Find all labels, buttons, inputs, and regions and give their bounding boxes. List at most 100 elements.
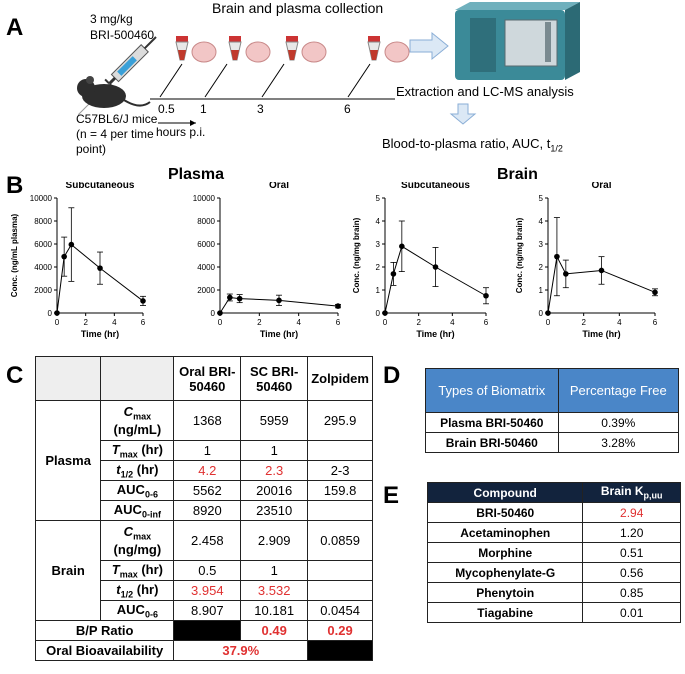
x-tick-label: 2 — [83, 318, 88, 327]
group-plasma: Plasma — [34, 400, 102, 521]
data-point — [54, 310, 60, 316]
data-point — [390, 271, 397, 277]
chart-title: Subcutaneous — [401, 182, 470, 191]
param-label: t1/2 (hr) — [100, 460, 175, 481]
compound-name: Mycophenylate-G — [426, 562, 584, 583]
free-plasma: 0.39% — [557, 412, 680, 433]
y-tick-label: 4 — [376, 217, 381, 226]
value-cell: 10.181 — [240, 600, 309, 621]
value-cell: 3.532 — [240, 580, 309, 601]
tube-icons — [175, 36, 381, 61]
time-3: 3 — [257, 102, 264, 116]
y-axis-label: Conc. (ng/mg brain) — [352, 217, 361, 293]
data-point — [335, 303, 341, 309]
col-header-oral: Oral BRI-50460 — [173, 356, 242, 401]
extraction-label: Extraction and LC-MS analysis — [396, 84, 574, 99]
y-tick-label: 10000 — [193, 194, 216, 203]
y-tick-label: 1 — [539, 286, 544, 295]
lcms-instrument-icon — [455, 2, 580, 80]
value-cell: 8920 — [173, 500, 242, 521]
data-point — [236, 295, 243, 302]
value-cell: 5562 — [173, 480, 242, 501]
x-tick-label: 4 — [450, 318, 455, 327]
compound-name: Tiagabine — [426, 602, 584, 623]
value-cell: 2.3 — [240, 460, 309, 481]
data-point — [140, 298, 146, 304]
arrow-down — [449, 103, 477, 125]
value-cell — [307, 580, 373, 601]
schematic-graphics — [77, 2, 580, 126]
value-cell: 2-3 — [307, 460, 373, 481]
bp-ratio-label: B/P Ratio — [34, 620, 175, 641]
value-cell — [307, 500, 373, 521]
value-cell: 20016 — [240, 480, 309, 501]
bp-ratio-zolpidem: 0.29 — [307, 620, 373, 641]
y-tick-label: 2 — [539, 263, 544, 272]
y-tick-label: 5 — [539, 194, 544, 203]
y-tick-label: 4 — [539, 217, 544, 226]
y-tick-label: 8000 — [34, 217, 52, 226]
param-label: AUC0-6 — [100, 480, 175, 501]
x-tick-label: 6 — [336, 318, 341, 327]
col-header-zolpidem: Zolpidem — [307, 356, 373, 401]
param-label: Tmax (hr) — [100, 560, 175, 581]
kpuu-value: 0.56 — [582, 562, 681, 583]
time-0-5: 0.5 — [158, 102, 175, 116]
compound-name: BRI-50460 — [426, 502, 584, 523]
mice-label-2: (n = 4 per time — [76, 127, 154, 141]
y-tick-label: 0 — [48, 309, 53, 318]
panel-label-d: D — [383, 362, 401, 389]
time-1: 1 — [200, 102, 207, 116]
y-tick-label: 2000 — [197, 286, 215, 295]
dose-label: 3 mg/kg — [90, 12, 133, 26]
y-axis-label: Conc. (ng/mL plasma) — [10, 213, 19, 297]
kpuu-value: 1.20 — [582, 522, 681, 543]
x-tick-label: 0 — [383, 318, 388, 327]
param-label: t1/2 (hr) — [100, 580, 175, 601]
bioavailability-value: 37.9% — [173, 640, 309, 661]
data-point — [399, 243, 405, 250]
mice-label-1: C57BL6/J mice — [76, 112, 158, 126]
free-fraction-table: Types of Biomatrix Percentage Free Plasm… — [425, 368, 680, 453]
y-tick-label: 8000 — [197, 217, 215, 226]
y-tick-label: 6000 — [34, 240, 52, 249]
syringe-icon — [77, 36, 157, 116]
biomatrix-brain: Brain BRI-50460 — [425, 432, 559, 453]
x-axis-label: Time (hr) — [582, 329, 620, 339]
x-axis-label: Time (hr) — [81, 329, 119, 339]
compound-name: Acetaminophen — [426, 522, 584, 543]
time-6: 6 — [344, 102, 351, 116]
value-cell: 1 — [240, 440, 309, 461]
data-point — [598, 267, 605, 274]
data-point — [217, 310, 223, 316]
value-cell — [307, 560, 373, 581]
value-cell: 0.5 — [173, 560, 242, 581]
param-label: Cmax(ng/mg) — [100, 520, 175, 561]
y-tick-label: 1 — [376, 286, 381, 295]
compound-name: Phenytoin — [426, 582, 584, 603]
hours-label: hours p.i. — [156, 125, 206, 139]
value-cell: 0.0454 — [307, 600, 373, 621]
value-cell: 5959 — [240, 400, 309, 441]
bp-ratio-sc: 0.49 — [240, 620, 309, 641]
chart-title: Subcutaneous — [66, 182, 135, 191]
data-point — [554, 253, 560, 260]
x-tick-label: 0 — [218, 318, 223, 327]
free-brain: 3.28% — [557, 432, 680, 453]
mouse-icon — [77, 76, 151, 108]
bioavailability-label: Oral Bioavailability — [34, 640, 175, 661]
panel-label-e: E — [383, 482, 400, 509]
brain-icons — [191, 41, 410, 63]
value-cell: 1 — [173, 440, 242, 461]
header-compound: Compound — [426, 482, 584, 503]
data-point — [382, 310, 388, 316]
y-axis-label: Conc. (ng/mg brain) — [515, 217, 524, 293]
param-label: AUC0-inf — [100, 500, 175, 521]
value-cell: 3.954 — [173, 580, 242, 601]
pk-parameters-table: Oral BRI-50460 SC BRI-50460 Zolpidem Pla… — [34, 356, 373, 661]
data-point — [276, 297, 282, 304]
drug-label: BRI-500460 — [90, 28, 155, 42]
data-point — [227, 294, 233, 301]
